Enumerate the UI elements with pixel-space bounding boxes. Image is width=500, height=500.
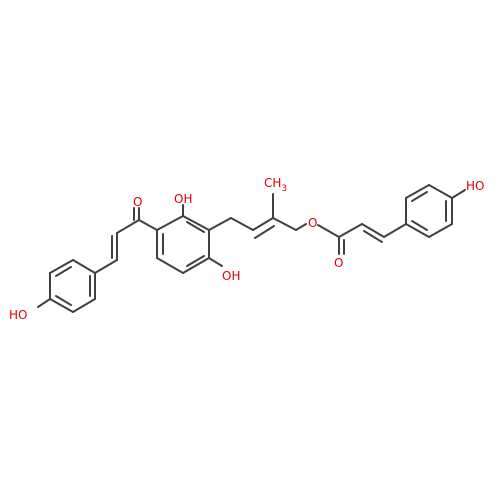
- bond-oh-bottom: [208, 257, 223, 267]
- oh-bottom-label: OH: [222, 269, 240, 283]
- right-alkene: [361, 223, 407, 243]
- prenyl-chain: [208, 193, 307, 239]
- bond-oh-right: [451, 189, 466, 199]
- left-alkene: [94, 232, 118, 274]
- methyl-subscript: 3: [281, 184, 287, 194]
- bond-oh-left: [37, 298, 51, 308]
- oh-top-label: OH: [174, 192, 192, 206]
- carbonyl-o-label: O: [334, 256, 343, 270]
- oh-right-label: HO: [466, 179, 484, 193]
- ring-right: [405, 184, 453, 238]
- ring-left: [49, 259, 96, 313]
- ketone-o-label: O: [133, 195, 142, 209]
- ester-o-label: O: [308, 216, 317, 230]
- ester-group: [317, 223, 363, 255]
- ring-a: [156, 215, 210, 274]
- methyl-text: CH: [264, 176, 281, 190]
- ketone-group: [116, 207, 158, 234]
- methyl-label: CH3: [264, 176, 287, 194]
- oh-left-label: HO: [9, 308, 27, 322]
